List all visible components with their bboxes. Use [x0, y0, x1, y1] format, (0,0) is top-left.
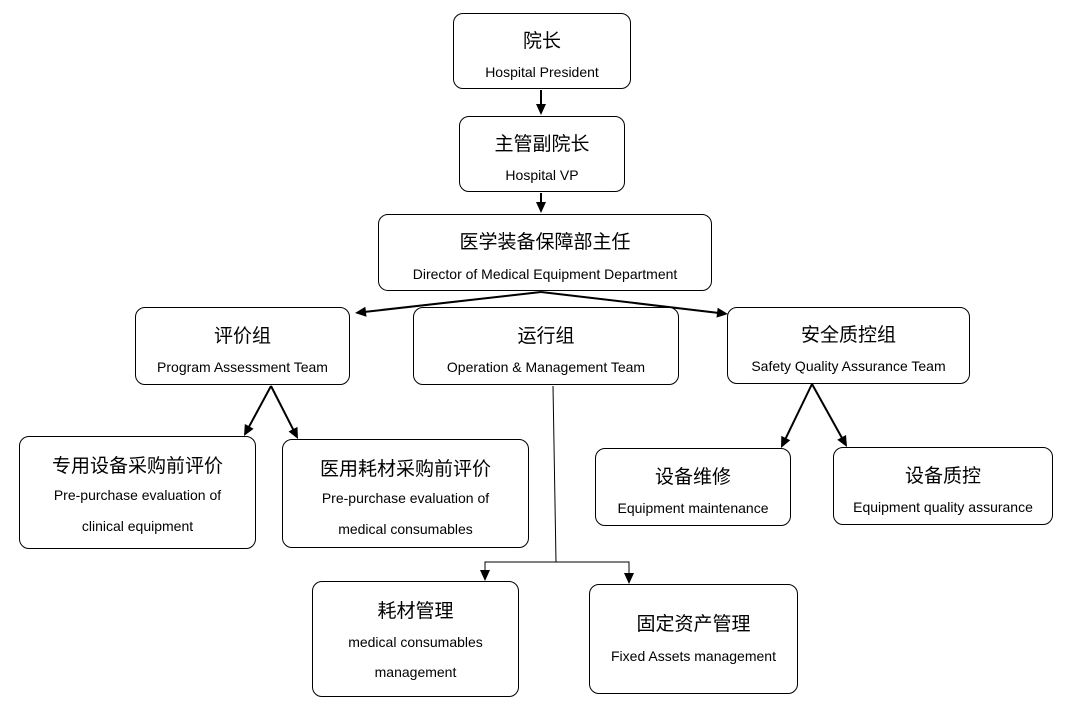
- node-prepurchase-consumables-en-line1: Pre-purchase evaluation of: [321, 490, 490, 506]
- arrow-operation-to-consumables-mgmt-head: [480, 570, 490, 581]
- node-consumables-mgmt-en-line1: medical consumables: [348, 634, 483, 650]
- node-president-zh: 院长: [522, 30, 561, 52]
- arrow-director-to-assessment: [363, 291, 542, 313]
- node-fixed-assets-zh: 固定资产管理: [636, 613, 751, 635]
- node-prepurchase-consumables: 医用耗材采购前评价 Pre-purchase evaluation of med…: [282, 439, 529, 548]
- arrow-operation-to-consumables-mgmt: [484, 385, 557, 572]
- arrow-assessment-to-equipment-eval-head: [244, 423, 254, 436]
- node-quality-zh: 设备质控: [904, 465, 981, 487]
- node-prepurchase-consumables-zh: 医用耗材采购前评价: [319, 458, 491, 480]
- node-director-en: Director of Medical Equipment Department: [412, 266, 678, 282]
- node-maintenance-zh: 设备维修: [654, 466, 731, 488]
- arrow-director-to-assessment-head: [355, 306, 367, 317]
- node-maintenance: 设备维修 Equipment maintenance: [595, 448, 791, 526]
- arrow-vp-to-director-head: [536, 202, 546, 213]
- node-operation-zh: 运行组: [517, 325, 575, 347]
- node-quality: 设备质控 Equipment quality assurance: [833, 447, 1053, 525]
- node-operation-en: Operation & Management Team: [446, 359, 646, 375]
- node-fixed-assets-en: Fixed Assets management: [611, 648, 776, 664]
- arrow-safety-to-maintenance: [784, 383, 813, 441]
- arrow-safety-to-maintenance-head: [781, 435, 791, 448]
- arrow-director-to-safety-head: [716, 307, 728, 318]
- node-prepurchase-consumables-en-line2: medical consumables: [338, 521, 473, 537]
- node-assessment: 评价组 Program Assessment Team: [135, 307, 350, 385]
- node-prepurchase-equipment-en-line1: Pre-purchase evaluation of: [53, 487, 222, 503]
- node-fixed-assets: 固定资产管理 Fixed Assets management: [589, 584, 798, 694]
- node-safety-zh: 安全质控组: [800, 324, 896, 346]
- arrow-safety-to-quality: [811, 383, 844, 440]
- node-quality-en: Equipment quality assurance: [853, 499, 1033, 515]
- arrow-safety-to-quality-head: [837, 434, 847, 447]
- node-consumables-mgmt: 耗材管理 medical consumables management: [312, 581, 519, 697]
- node-operation: 运行组 Operation & Management Team: [413, 307, 679, 385]
- node-maintenance-en: Equipment maintenance: [617, 500, 769, 516]
- arrow-operation-to-fixed-assets: [556, 561, 630, 575]
- arrow-assessment-to-consumables-eval: [270, 385, 295, 432]
- node-consumables-mgmt-zh: 耗材管理: [377, 600, 454, 622]
- node-safety-en: Safety Quality Assurance Team: [751, 358, 946, 374]
- node-assessment-zh: 评价组: [213, 325, 271, 347]
- node-director: 医学装备保障部主任 Director of Medical Equipment …: [378, 214, 712, 291]
- arrow-director-to-safety: [540, 291, 720, 314]
- arrow-assessment-to-equipment-eval: [247, 385, 272, 429]
- node-assessment-en: Program Assessment Team: [157, 359, 328, 375]
- node-president-en: Hospital President: [485, 64, 599, 80]
- node-vp-en: Hospital VP: [505, 167, 579, 183]
- arrow-president-to-vp-head: [536, 104, 546, 115]
- node-vp: 主管副院长 Hospital VP: [459, 116, 625, 192]
- node-safety: 安全质控组 Safety Quality Assurance Team: [727, 307, 970, 384]
- node-director-zh: 医学装备保障部主任: [459, 231, 631, 253]
- node-president: 院长 Hospital President: [453, 13, 631, 89]
- node-prepurchase-equipment-zh: 专用设备采购前评价: [51, 455, 223, 477]
- node-prepurchase-equipment-en-line2: clinical equipment: [81, 518, 194, 534]
- arrow-operation-to-fixed-assets-head: [624, 573, 634, 584]
- node-consumables-mgmt-en-line2: management: [374, 664, 457, 680]
- arrow-assessment-to-consumables-eval-head: [288, 426, 298, 439]
- node-prepurchase-equipment: 专用设备采购前评价 Pre-purchase evaluation of cli…: [19, 436, 256, 549]
- node-vp-zh: 主管副院长: [494, 133, 590, 155]
